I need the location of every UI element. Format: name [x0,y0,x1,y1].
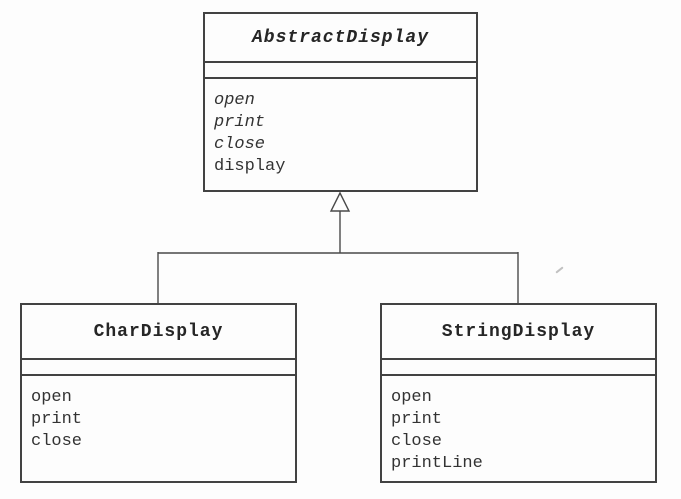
method-item: close [391,432,443,451]
method-item: print [391,410,443,429]
method-item: open [391,388,432,407]
class-box-chardisplay: CharDisplay open print close [20,303,297,483]
methods-compartment: open print close display [205,79,476,190]
method-item: print [214,113,266,132]
inheritance-triangle-icon [329,191,351,212]
method-item: close [214,135,266,154]
methods-compartment: open print close [22,376,295,481]
attributes-compartment [382,358,655,376]
method-item: printLine [391,454,483,473]
class-name: StringDisplay [441,321,596,342]
class-box-abstractdisplay: AbstractDisplay open print close display [203,12,478,192]
class-name: CharDisplay [93,321,224,342]
method-item: open [31,388,72,407]
methods-compartment: open print close printLine [382,376,655,481]
method-item: open [214,91,255,110]
class-name: AbstractDisplay [251,27,430,48]
method-item: print [31,410,83,429]
class-box-stringdisplay: StringDisplay open print close printLine [380,303,657,483]
method-item: display [214,157,286,176]
method-item: close [31,432,83,451]
attributes-compartment [22,358,295,376]
attributes-compartment [205,61,476,79]
